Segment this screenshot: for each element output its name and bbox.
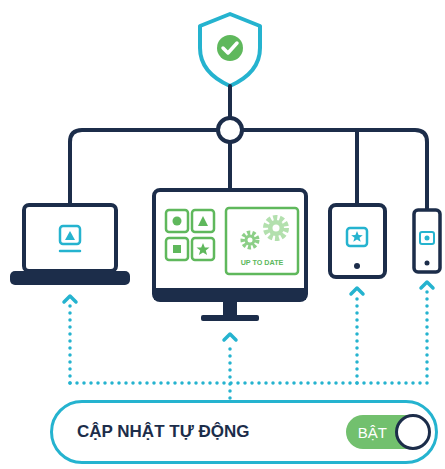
monitor-icon [173, 217, 182, 226]
node-label: CẬP NHẬT TỰ ĐỘNG [77, 422, 249, 442]
toggle-switch: BẬT [346, 415, 429, 449]
dotted-links [64, 296, 76, 302]
node-label: UP TO DATE [226, 258, 298, 267]
tablet-icon [354, 263, 360, 269]
monitor-icon [268, 220, 284, 236]
shield-icon [223, 43, 237, 53]
shield-icon [200, 14, 260, 86]
monitor-screen: UP TO DATE [154, 190, 306, 322]
monitor-icon [223, 300, 237, 316]
toggle-knob [395, 414, 431, 450]
monitor-icon [154, 288, 306, 300]
network-wires [218, 118, 242, 142]
monitor-icon [166, 238, 188, 260]
monitor-icon [245, 235, 256, 246]
laptop-icon [10, 271, 130, 285]
setting-pill: CẬP NHẬT TỰ ĐỘNG BẬT [50, 400, 438, 464]
monitor-icon [166, 210, 188, 232]
tablet-icon [351, 231, 363, 242]
dotted-links [351, 288, 363, 294]
monitor-icon [273, 225, 280, 232]
laptop-icon [65, 231, 75, 240]
dotted-links [64, 282, 433, 383]
monitor-icon [201, 315, 259, 321]
monitor-icon [192, 238, 214, 260]
phone-icon [414, 210, 440, 272]
monitor-icon [192, 210, 214, 232]
tablet-icon [330, 205, 385, 277]
arrowhead [224, 334, 236, 340]
shield-icon [200, 14, 260, 86]
laptop-icon [60, 226, 80, 244]
laptop-icon [60, 250, 80, 253]
monitor-icon [198, 216, 208, 226]
dotted-links [70, 381, 427, 385]
monitor-icon [266, 218, 286, 238]
dotted-connector [228, 342, 232, 398]
dotted-links [425, 290, 429, 383]
laptop-icon [24, 205, 116, 271]
node-label: BẬT [358, 424, 387, 441]
monitor-icon [243, 233, 257, 247]
monitor-icon [248, 238, 253, 243]
dotted-links [421, 282, 433, 288]
dotted-links [68, 304, 72, 383]
laptop-icon [10, 205, 130, 285]
monitor-icon [226, 208, 298, 274]
phone-icon [420, 232, 434, 244]
monitor-icon [166, 208, 298, 274]
phone-icon [425, 261, 430, 266]
monitor-icon [197, 243, 210, 255]
tablet-icon [330, 205, 385, 277]
monitor-icon [154, 190, 306, 300]
monitor-icon [154, 190, 306, 321]
phone-icon [414, 210, 440, 272]
phone-icon [425, 236, 430, 241]
dotted-links [355, 296, 359, 383]
network-wires [228, 86, 232, 118]
tablet-icon [347, 228, 367, 246]
network-wires [355, 130, 359, 205]
monitor-icon [173, 245, 181, 253]
network-wires [228, 142, 232, 190]
shield-icon [217, 35, 243, 61]
